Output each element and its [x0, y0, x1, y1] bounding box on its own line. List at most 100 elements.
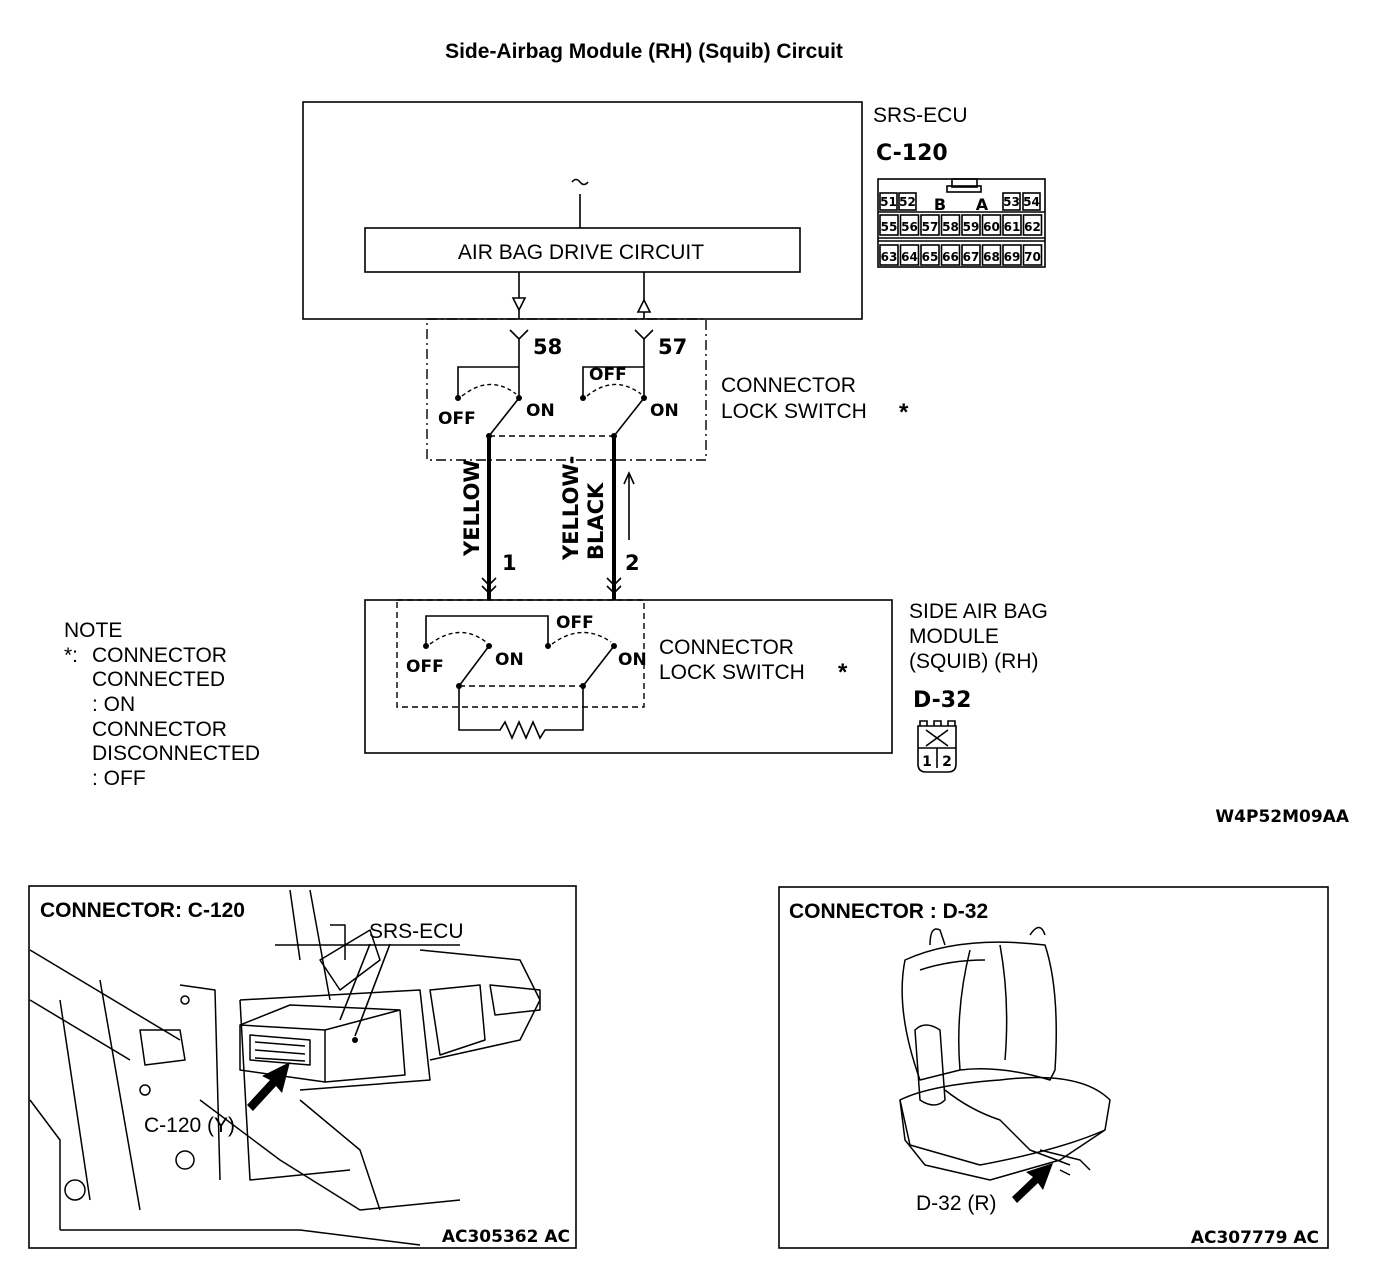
connector-pin-cell [899, 244, 920, 266]
connector-pin-cell [879, 214, 899, 236]
connector-pointer-arrow-icon [247, 1062, 290, 1111]
module-name-3: (SQUIB) (RH) [909, 650, 1039, 673]
connector-pin-cell [898, 192, 917, 211]
squib-resistor [458, 686, 584, 740]
panel-d32-connector-callout: D-32 (R) [916, 1192, 997, 1215]
module-right-off: OFF [556, 613, 594, 633]
wire-pin-1: 1 [502, 551, 517, 575]
wire-1-color: YELLOW [460, 459, 484, 557]
module-name-1: SIDE AIR BAG [909, 600, 1048, 623]
connector-pin-cell [1002, 192, 1021, 211]
wire-2-color-line2: BLACK [584, 482, 608, 560]
panel-d32-title: CONNECTOR : D-32 [789, 900, 988, 923]
connector-pin-cell [899, 214, 920, 236]
drive-circuit-label: AIR BAG DRIVE CIRCUIT [458, 241, 704, 264]
srs-ecu-unit [239, 1004, 406, 1083]
upper-switch-frame [426, 318, 707, 461]
module-left-on: ON [495, 650, 524, 670]
d32-pin-2: 2 [942, 754, 952, 770]
connector-pin-label: 57 [922, 220, 939, 234]
connector-pin-cell [1002, 214, 1022, 236]
panel-d32: CONNECTOR : D-32 D-32 (R) AC307779 AC [778, 886, 1329, 1249]
connector-pin-label: 61 [1004, 220, 1021, 234]
connector-cavity-letter: A [976, 195, 989, 214]
output-arrow-icon [511, 297, 527, 312]
drive-circuit-box [364, 227, 801, 273]
connector-pin-cell [940, 244, 961, 266]
module-switch-label-1: CONNECTOR [659, 636, 794, 659]
side-airbag-module [914, 1024, 946, 1106]
connector-pin-cell [981, 244, 1002, 266]
module-name-2: MODULE [909, 625, 999, 648]
connector-pin-label: 64 [901, 250, 918, 264]
wire-2-color-line1: YELLOW- [559, 456, 583, 561]
connector-pin-cell [981, 214, 1002, 236]
diagram-code: W4P52M09AA [1215, 807, 1349, 827]
panel-d32-code: AC307779 AC [1191, 1228, 1319, 1248]
wire-pin-2: 2 [625, 551, 640, 575]
connector-pin-label: 52 [899, 195, 916, 209]
connector-pin-label: 67 [963, 250, 980, 264]
module-right-on: ON [618, 650, 647, 670]
upper-left-off: OFF [438, 409, 476, 429]
connector-pin-label: 55 [881, 220, 898, 234]
pin-58-label: 58 [533, 335, 562, 359]
connector-pin-label: 65 [922, 250, 939, 264]
connector-pin-cell [879, 244, 899, 266]
panel-c120-ecu-callout: SRS-ECU [369, 920, 464, 943]
upper-switch-label-2: LOCK SWITCH [721, 400, 867, 423]
connector-pin-label: 62 [1024, 220, 1041, 234]
note-block: NOTE *: CONNECTOR CONNECTED : ON CONNECT… [64, 619, 260, 790]
module-connector-id: D-32 [913, 688, 971, 713]
connector-pin-cell [940, 214, 961, 236]
connector-pin-label: 53 [1003, 195, 1020, 209]
module-switch-label-2: LOCK SWITCH [659, 661, 805, 684]
input-arrow-icon [636, 298, 652, 313]
ecu-name: SRS-ECU [873, 104, 968, 127]
ecu-connector-id: C-120 [876, 141, 948, 166]
switch-blade [488, 397, 520, 437]
d32-pointer-arrow-icon [1012, 1163, 1053, 1203]
upper-switch-label-1: CONNECTOR [721, 374, 856, 397]
connector-pin-label: 68 [983, 250, 1000, 264]
panel-c120-connector-callout: C-120 (Y) [144, 1114, 235, 1137]
connector-pin-cell [920, 214, 940, 236]
note-line: : OFF [92, 767, 146, 790]
connector-pin-label: 56 [901, 220, 918, 234]
seat-cushion [899, 1076, 1111, 1166]
note-line: CONNECTOR [92, 644, 227, 667]
connector-pin-cell [1022, 244, 1043, 266]
seat-back [901, 941, 1057, 1081]
connector-pin-cell [961, 214, 981, 236]
note-heading: NOTE [64, 619, 122, 642]
panel-c120-code: AC305362 AC [442, 1227, 570, 1247]
page-title: Side-Airbag Module (RH) (Squib) Circuit [445, 40, 843, 63]
upper-switch-asterisk: * [899, 399, 909, 426]
switch-contact [455, 395, 461, 401]
pin-57-label: 57 [658, 335, 687, 359]
tilde-icon [571, 178, 589, 186]
upper-right-on: ON [650, 401, 679, 421]
connector-pin-cell [1002, 244, 1022, 266]
connector-pin-label: 66 [942, 250, 959, 264]
connector-pin-label: 59 [963, 220, 980, 234]
d32-pin-1: 1 [922, 754, 932, 770]
d32-connector-face: 1 2 [917, 720, 957, 773]
panel-c120-title: CONNECTOR: C-120 [40, 899, 245, 922]
note-marker: *: [64, 644, 78, 667]
connector-pin-label: 70 [1024, 250, 1041, 264]
connector-pin-label: 58 [942, 220, 959, 234]
connector-pin-cell [879, 192, 898, 211]
note-line: CONNECTOR [92, 718, 227, 741]
connector-pin-label: 60 [983, 220, 1000, 234]
connector-pin-cell [1022, 214, 1043, 236]
connector-pin-cell [1022, 192, 1041, 211]
upper-left-on: ON [526, 401, 555, 421]
connector-pin-cell [920, 244, 940, 266]
connector-pin-label: 51 [880, 195, 897, 209]
connector-cavity-letter: B [934, 195, 946, 214]
connector-pin-cell [961, 244, 981, 266]
connector-pin-label: 69 [1004, 250, 1021, 264]
module-switch-asterisk: * [838, 659, 848, 686]
